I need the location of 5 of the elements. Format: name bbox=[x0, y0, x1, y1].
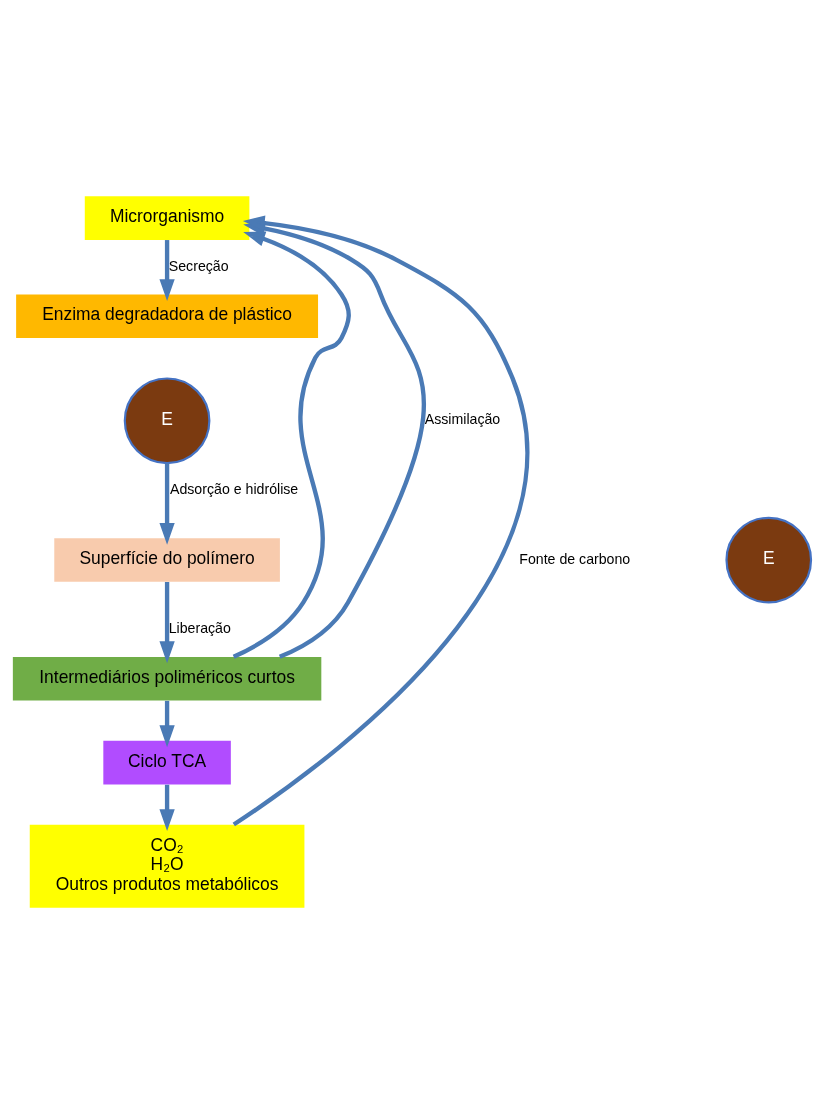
edge-label: Fonte de carbono bbox=[519, 550, 631, 567]
edge-label: Liberação bbox=[168, 620, 231, 637]
edge-label: Secreção bbox=[168, 257, 229, 274]
edge-label: Assimilação bbox=[424, 411, 501, 428]
edge-label: Adsorção e hidrólise bbox=[169, 481, 299, 498]
